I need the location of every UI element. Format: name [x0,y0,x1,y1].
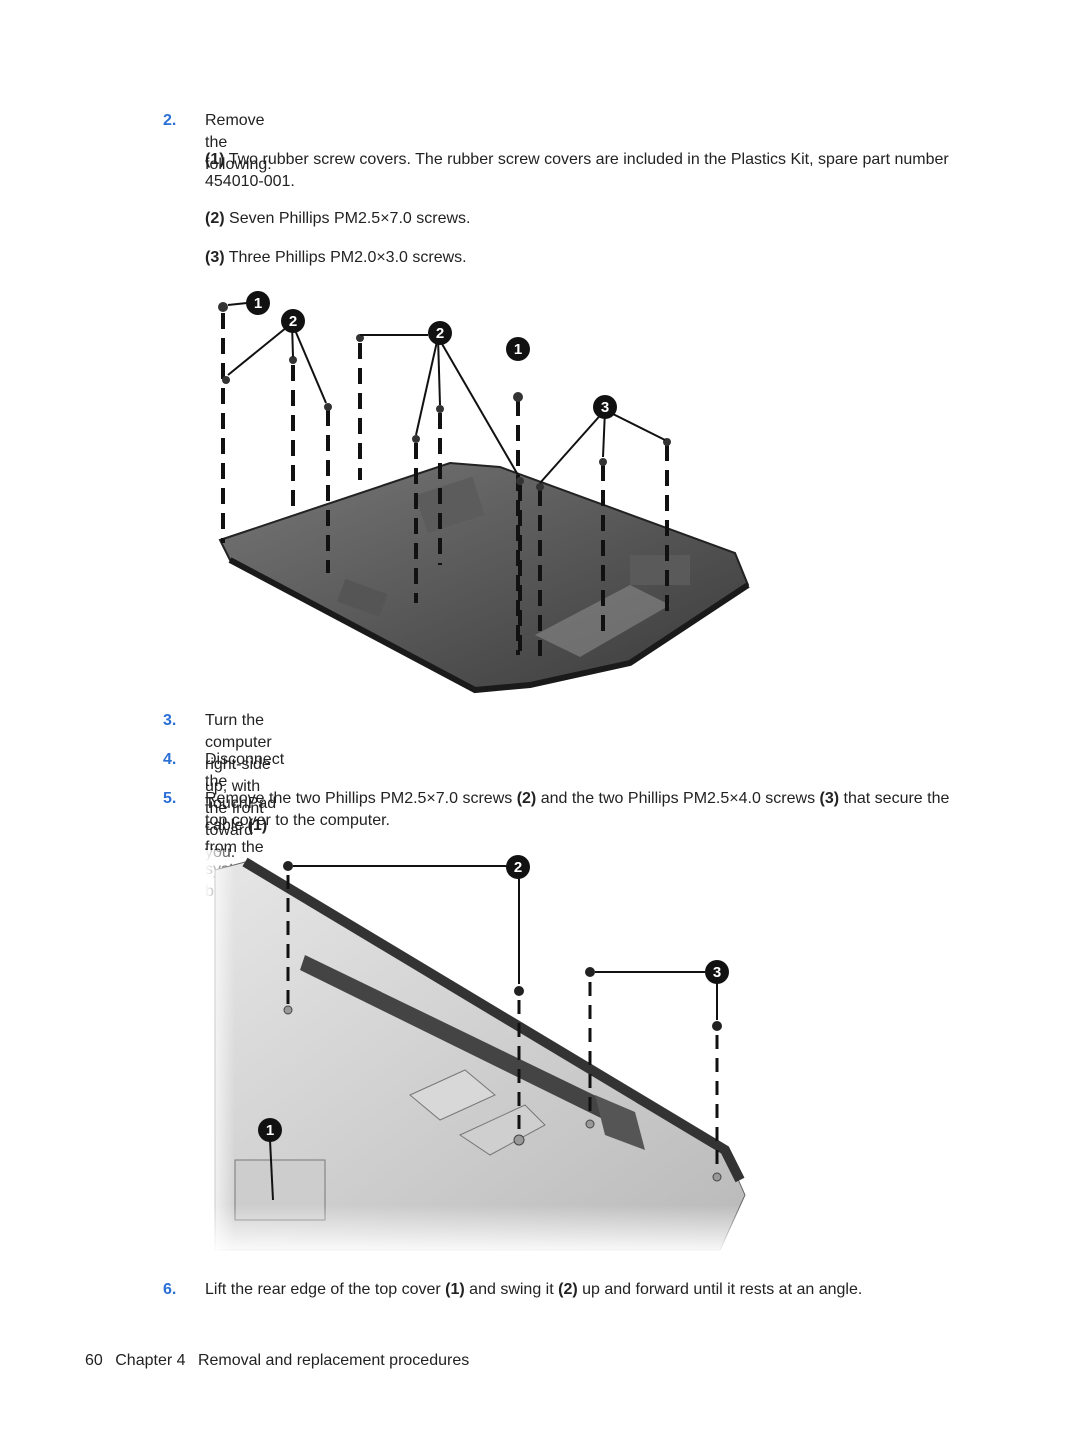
chapter-label: Chapter 4 [115,1352,186,1369]
callout-ref: (2) [558,1281,578,1298]
callout-1b: 1 [506,337,530,361]
leader-lines [227,302,666,484]
callout-ref: (3) [205,249,225,266]
step-number: 5. [163,790,177,807]
item-3: (3) Three Phillips PM2.0×3.0 screws. [205,247,995,269]
step-text: Remove the two Phillips PM2.5×7.0 screws… [205,790,950,829]
svg-text:1: 1 [266,1122,274,1139]
svg-text:2: 2 [436,325,444,342]
item-text: Two rubber screw covers. The rubber scre… [205,151,949,190]
svg-text:2: 2 [514,859,522,876]
callout-ref: (1) [205,151,225,168]
svg-text:1: 1 [514,341,522,358]
step-number: 4. [163,751,177,768]
item-1: (1) Two rubber screw covers. The rubber … [205,149,995,193]
svg-text:3: 3 [713,964,721,981]
page-number: 60 [85,1352,103,1369]
callout-2: 2 [506,855,530,879]
svg-text:2: 2 [289,313,297,330]
callout-3: 3 [593,395,617,419]
callout-1a: 1 [246,291,270,315]
step-number: 6. [163,1281,177,1298]
screw-guides [286,875,719,1175]
step-text: Remove the following: [205,112,272,173]
item-text: Three Phillips PM2.0×3.0 screws. [228,249,467,266]
svg-text:1: 1 [254,295,262,312]
screw-icons [283,861,722,1031]
callout-3: 3 [705,960,729,984]
figure-bottom-screws: 1 2 2 1 3 [218,291,750,694]
screw-guides [221,313,669,660]
step-text: Lift the rear edge of the top cover (1) … [205,1281,863,1298]
item-2: (2) Seven Phillips PM2.5×7.0 screws. [205,208,995,230]
callout-2a: 2 [281,309,305,333]
svg-text:3: 3 [601,399,609,416]
chapter-title: Removal and replacement procedures [197,1352,470,1369]
callout-1: 1 [258,1118,282,1142]
screw-icons [218,302,671,491]
step-number: 2. [163,112,177,129]
callout-ref: (2) [205,210,225,227]
callout-ref: (3) [819,790,840,807]
step-text: Turn the computer right-side up, with th… [205,712,272,861]
callout-ref: (1) [247,817,268,834]
callout-ref: (2) [516,790,537,807]
figure-top-cover-screws: 2 3 1 [205,850,765,1255]
item-text: Seven Phillips PM2.5×7.0 screws. [229,210,471,227]
page-footer: 60 Chapter 4 Removal and replacement pro… [85,1350,477,1372]
callout-ref: (1) [445,1281,465,1298]
step-number: 3. [163,712,177,729]
screw-holes [283,1005,722,1182]
callout-2b: 2 [428,321,452,345]
